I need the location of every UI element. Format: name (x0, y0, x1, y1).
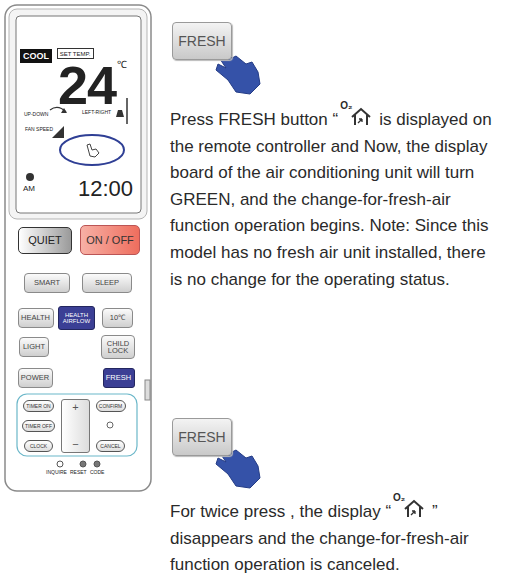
button-label: LIGHT (23, 343, 45, 351)
remote-button: TIMER ON (23, 400, 54, 412)
swing-icon (116, 110, 124, 117)
lcd-digits: 24 (58, 58, 116, 112)
button-label: FRESH (178, 430, 225, 444)
display-frame (9, 9, 147, 219)
fresh-icon (87, 144, 99, 157)
remote-body (5, 5, 151, 491)
lcd-screen (16, 16, 141, 213)
instruction-text: is displayed on the remote controller an… (170, 110, 492, 289)
button-label: HEALTH AIRFLOW (59, 312, 94, 324)
remote-button: SMART (24, 273, 70, 293)
side-switch (145, 380, 150, 400)
button-label: TIMER ON (26, 404, 50, 409)
remote-button: +− (61, 399, 90, 453)
fresh-air-icon: O₂ (340, 107, 374, 127)
lcd-label: LEFT-RIGHT (82, 110, 111, 115)
button-label: HEALTH (21, 314, 50, 322)
mode-box: COOL (20, 49, 52, 63)
remote-button: CONFIRM (96, 400, 126, 412)
button-label: POWER (21, 374, 49, 382)
remote-button: FRESH (103, 368, 135, 388)
icon-text: O₂ (340, 101, 352, 111)
remote-button: POWER (18, 368, 53, 388)
instruction-text: Press FRESH button “O₂is displayed on th… (170, 107, 502, 293)
icon-text: O₂ (393, 493, 405, 503)
lcd-bar (126, 98, 128, 124)
lcd-label: RESET (70, 470, 87, 475)
button-label: FRESH (106, 374, 131, 382)
clock-icon (26, 173, 34, 181)
lcd-label: UP-DOWN (24, 112, 48, 117)
button-label: COOL (23, 52, 49, 61)
remote-button: QUIET (18, 227, 72, 254)
fresh-button: FRESH (172, 22, 232, 60)
instruction-text: Press FRESH button “ (170, 110, 338, 129)
button-label: TIMER OFF (25, 424, 52, 429)
lcd-digits: 12:00 (78, 178, 133, 200)
button-label: CHILD LOCK (102, 340, 134, 355)
remote-button: CLOCK (24, 440, 53, 452)
button-label: CONFIRM (99, 404, 122, 409)
button-label: ON / OFF (86, 235, 134, 246)
indicator-lamp (107, 422, 113, 428)
pin-hole (94, 461, 100, 467)
remote-button: CANCEL (96, 440, 125, 452)
button-label: QUIET (28, 235, 62, 246)
lcd-label: FAN SPEED (25, 127, 53, 132)
button-label: FRESH (178, 34, 225, 48)
highlight-ellipse (60, 135, 124, 165)
pin-hole (80, 461, 86, 467)
remote-button: HEALTH AIRFLOW (58, 306, 95, 330)
power-button: ON / OFF (80, 225, 140, 255)
button-label: 10℃ (110, 314, 125, 322)
button-label: SET TEMP. (60, 51, 91, 57)
button-label: CLOCK (30, 444, 47, 449)
fresh-button: FRESH (172, 418, 232, 456)
button-label: CANCEL (100, 444, 120, 449)
button-label: − (72, 439, 78, 450)
button-label: SLEEP (95, 279, 119, 287)
remote-button: 10℃ (102, 308, 133, 328)
house-icon (350, 107, 372, 127)
fan-speed-bars (52, 126, 64, 138)
house-icon (403, 499, 425, 519)
instruction-text: For twice press , the display “O₂” disap… (170, 499, 502, 579)
instruction-text: For twice press , the display “ (170, 502, 391, 521)
timer-panel (17, 394, 137, 456)
remote-button: LIGHT (19, 337, 49, 357)
lcd-label: CODE (90, 470, 104, 475)
lcd-label: AM (23, 185, 35, 193)
fresh-air-icon: O₂ (393, 499, 427, 519)
pin-hole (57, 461, 63, 467)
lcd-label: INQUIRE (46, 470, 67, 475)
button-label: + (72, 402, 78, 413)
remote-button: HEALTH (18, 308, 54, 328)
remote-button: TIMER OFF (22, 420, 55, 432)
lcd-label: ℃ (117, 60, 127, 70)
remote-button: CHILD LOCK (101, 335, 135, 359)
remote-button: SLEEP (82, 273, 132, 293)
button-label: SMART (34, 279, 60, 287)
